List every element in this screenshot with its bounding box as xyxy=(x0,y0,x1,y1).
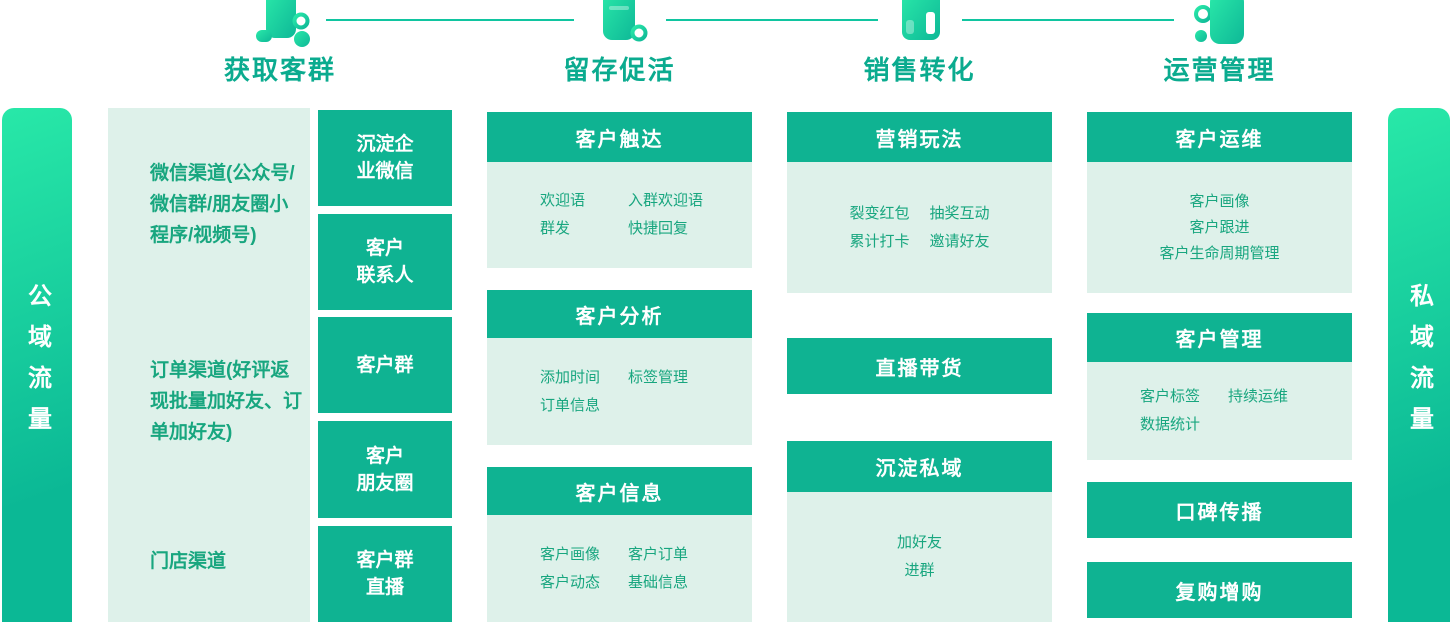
channel-wechat: 微信渠道(公众号/微信群/朋友圈小程序/视频号) xyxy=(150,163,295,246)
feature-item: 客户动态 xyxy=(540,573,601,591)
private-traffic-bar: 私域流量 xyxy=(1388,108,1450,622)
connector-line xyxy=(666,19,878,21)
feature-item: 入群欢迎语 xyxy=(628,192,704,209)
target-box-moments: 客户 朋友圈 xyxy=(318,421,452,518)
section-header-private-pool: 沉淀私域 xyxy=(787,441,1052,492)
feature-row: 欢迎语 入群欢迎语 xyxy=(540,187,752,215)
feature-row: 客户动态 基础信息 xyxy=(540,569,752,597)
feature-row: 加好友 xyxy=(787,529,1052,557)
section-header-customer-analysis: 客户分析 xyxy=(487,290,752,338)
section-header-customer-info: 客户信息 xyxy=(487,467,752,515)
section-header-customer-operation: 客户运维 xyxy=(1087,112,1352,162)
feature-item: 数据统计 xyxy=(1140,416,1201,433)
feature-item xyxy=(628,392,752,420)
funnel-user-icon xyxy=(254,0,312,53)
stage-title-conversion: 销售转化 xyxy=(863,55,976,85)
feature-row: 累计打卡 邀请好友 xyxy=(787,228,1052,256)
private-traffic-label: 私域流量 xyxy=(1405,283,1433,447)
target-box-wecom: 沉淀企 业微信 xyxy=(318,110,452,206)
feature-row: 客户标签 持续运维 xyxy=(1140,383,1352,411)
feature-row: 裂变红包 抽奖互动 xyxy=(787,200,1052,228)
feature-item: 客户标签 xyxy=(1140,388,1201,405)
feature-item: 客户生命周期管理 xyxy=(1159,244,1280,262)
feature-item: 基础信息 xyxy=(628,573,689,591)
section-header-marketing-play: 营销玩法 xyxy=(787,112,1052,162)
public-traffic-label: 公域流量 xyxy=(23,283,51,447)
feature-item: 客户画像 xyxy=(540,545,601,563)
feature-row: 订单信息 xyxy=(540,392,752,420)
feature-item: 标签管理 xyxy=(628,368,689,386)
target-box-contacts: 客户 联系人 xyxy=(318,214,452,310)
feature-item: 加好友 xyxy=(896,534,942,551)
feature-row: 群发 快捷回复 xyxy=(540,215,752,243)
stage-title-retention: 留存促活 xyxy=(563,55,676,85)
solid-block-live-commerce: 直播带货 xyxy=(787,338,1052,394)
stage-title-acquisition: 获取客群 xyxy=(223,55,336,85)
target-box-live: 客户群 直播 xyxy=(318,526,452,622)
feature-item: 订单信息 xyxy=(540,396,601,414)
stage-title-management: 运营管理 xyxy=(1163,55,1276,85)
feature-item xyxy=(1228,411,1352,439)
section-body-private-pool: 加好友 进群 xyxy=(787,492,1052,622)
feature-item: 进群 xyxy=(904,562,935,579)
feature-row: 客户画像 客户订单 xyxy=(540,541,752,569)
feature-item: 添加时间 xyxy=(540,368,601,386)
feature-row: 客户跟进 xyxy=(1087,215,1352,241)
feature-row: 客户生命周期管理 xyxy=(1087,241,1352,267)
crm-database-icon xyxy=(593,0,649,51)
solid-block-word-of-mouth: 口碑传播 xyxy=(1087,482,1352,538)
section-header-customer-management: 客户管理 xyxy=(1087,313,1352,362)
section-body-customer-management: 客户标签 持续运维 数据统计 xyxy=(1087,362,1352,460)
channel-panel xyxy=(108,108,310,622)
section-body-customer-analysis: 添加时间 标签管理 订单信息 xyxy=(487,338,752,445)
feature-item: 群发 xyxy=(540,220,571,237)
target-box-group: 客户群 xyxy=(318,317,452,413)
feature-item: 裂变红包 xyxy=(849,204,910,222)
section-header-customer-reach: 客户触达 xyxy=(487,112,752,162)
section-body-customer-info: 客户画像 客户订单 客户动态 基础信息 xyxy=(487,515,752,622)
pos-terminal-icon xyxy=(896,0,946,47)
customer-group-icon xyxy=(1192,0,1248,51)
section-body-customer-operation: 客户画像 客户跟进 客户生命周期管理 xyxy=(1087,162,1352,293)
feature-item: 邀请好友 xyxy=(929,232,990,250)
channel-order: 订单渠道(好评返现批量加好友、订单加好友) xyxy=(150,360,303,443)
public-traffic-bar: 公域流量 xyxy=(2,108,72,622)
feature-row: 添加时间 标签管理 xyxy=(540,364,752,392)
feature-item: 客户订单 xyxy=(628,545,689,563)
feature-item: 累计打卡 xyxy=(849,232,910,250)
feature-row: 进群 xyxy=(787,557,1052,585)
feature-item: 欢迎语 xyxy=(540,192,586,209)
section-body-marketing-play: 裂变红包 抽奖互动 累计打卡 邀请好友 xyxy=(787,162,1052,293)
feature-item: 快捷回复 xyxy=(628,220,689,237)
connector-line xyxy=(326,19,574,21)
feature-item: 客户跟进 xyxy=(1189,218,1250,236)
connector-line xyxy=(962,19,1174,21)
channel-store: 门店渠道 xyxy=(150,551,227,572)
feature-item: 客户画像 xyxy=(1189,192,1250,210)
section-body-customer-reach: 欢迎语 入群欢迎语 群发 快捷回复 xyxy=(487,162,752,268)
feature-row: 数据统计 xyxy=(1140,411,1352,439)
feature-item: 持续运维 xyxy=(1228,388,1289,405)
feature-row: 客户画像 xyxy=(1087,189,1352,215)
solid-block-repurchase: 复购增购 xyxy=(1087,562,1352,618)
feature-item: 抽奖互动 xyxy=(929,204,990,222)
